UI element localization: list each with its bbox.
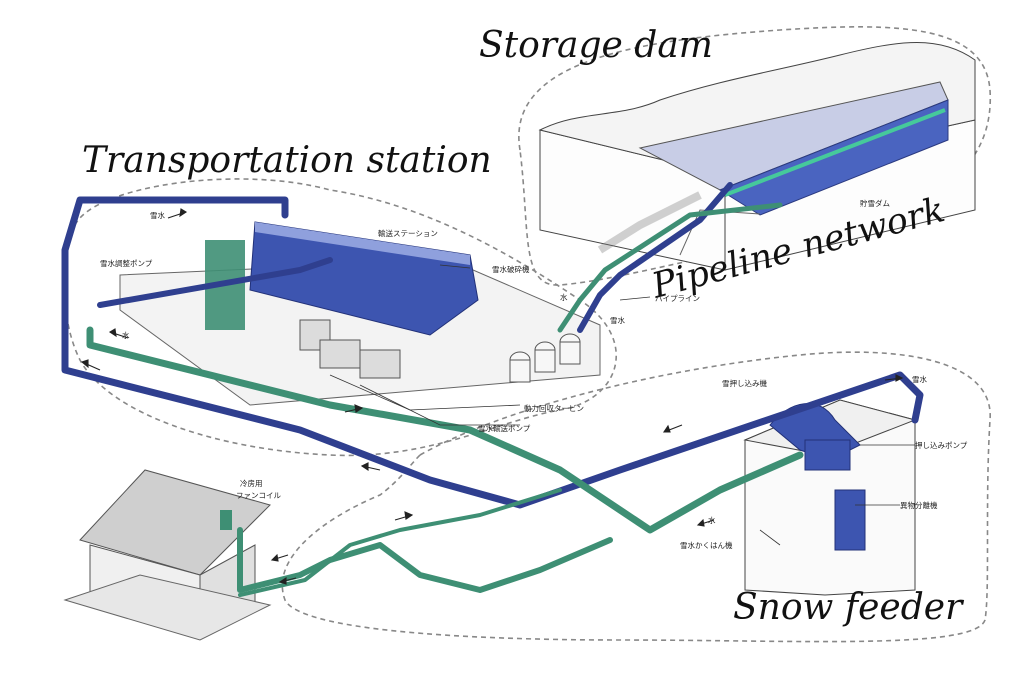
snow-feeder-block	[743, 399, 917, 596]
transportation-station-block	[119, 221, 601, 406]
label-snow-water-adjust-pump: 雪水調整ポンプ	[100, 259, 153, 268]
transportation-station-title: Transportation station	[82, 140, 492, 181]
label-water-mid: 水	[560, 293, 568, 302]
label-snow-water-top: 雪水	[150, 211, 165, 220]
green-pipe-house	[237, 527, 613, 593]
label-power-turbine: 動力回収タービン	[524, 404, 584, 413]
label-stirrer: 雪水かくはん機	[680, 541, 733, 550]
storage-dam-block	[538, 42, 976, 271]
green-pipe-main	[86, 326, 804, 534]
green-pipe-house-return	[238, 488, 562, 597]
label-water-feeder: 水	[708, 516, 716, 525]
label-fan-coil-line2: ファンコイル	[236, 491, 281, 500]
label-snow-push-machine: 雪押し込み機	[722, 379, 767, 388]
label-storage-dam-jp: 貯雪ダム	[860, 199, 890, 208]
label-transport-station: 輸送ステーション	[378, 229, 438, 238]
label-separator: 異物分離機	[900, 501, 938, 510]
label-push-pump: 押し込みポンプ	[915, 441, 968, 450]
blue-pipe-station-inner	[97, 257, 333, 308]
label-snow-water-right: 雪水	[912, 375, 927, 384]
label-pipeline: パイプライン	[655, 294, 700, 303]
house-fan-coil	[63, 469, 272, 641]
flow-arrows	[80, 208, 904, 585]
leader-lines	[329, 264, 915, 546]
blue-pipe-to-dam	[577, 182, 733, 333]
label-water-left: 水	[122, 331, 130, 340]
transportation-station-region	[63, 178, 617, 457]
label-snow-water-crusher: 雪水破砕機	[492, 265, 530, 274]
storage-dam-title: Storage dam	[479, 25, 713, 66]
blue-pipe-return-loop	[61, 196, 924, 509]
label-snow-water-mid: 雪水	[610, 316, 625, 325]
snow-feeder-title: Snow feeder	[733, 587, 963, 628]
label-fan-coil-line1: 冷房用	[240, 479, 263, 488]
label-snow-transport-pump: 雪水輸送ポンプ	[478, 424, 531, 433]
green-pipe-to-dam	[557, 202, 783, 333]
